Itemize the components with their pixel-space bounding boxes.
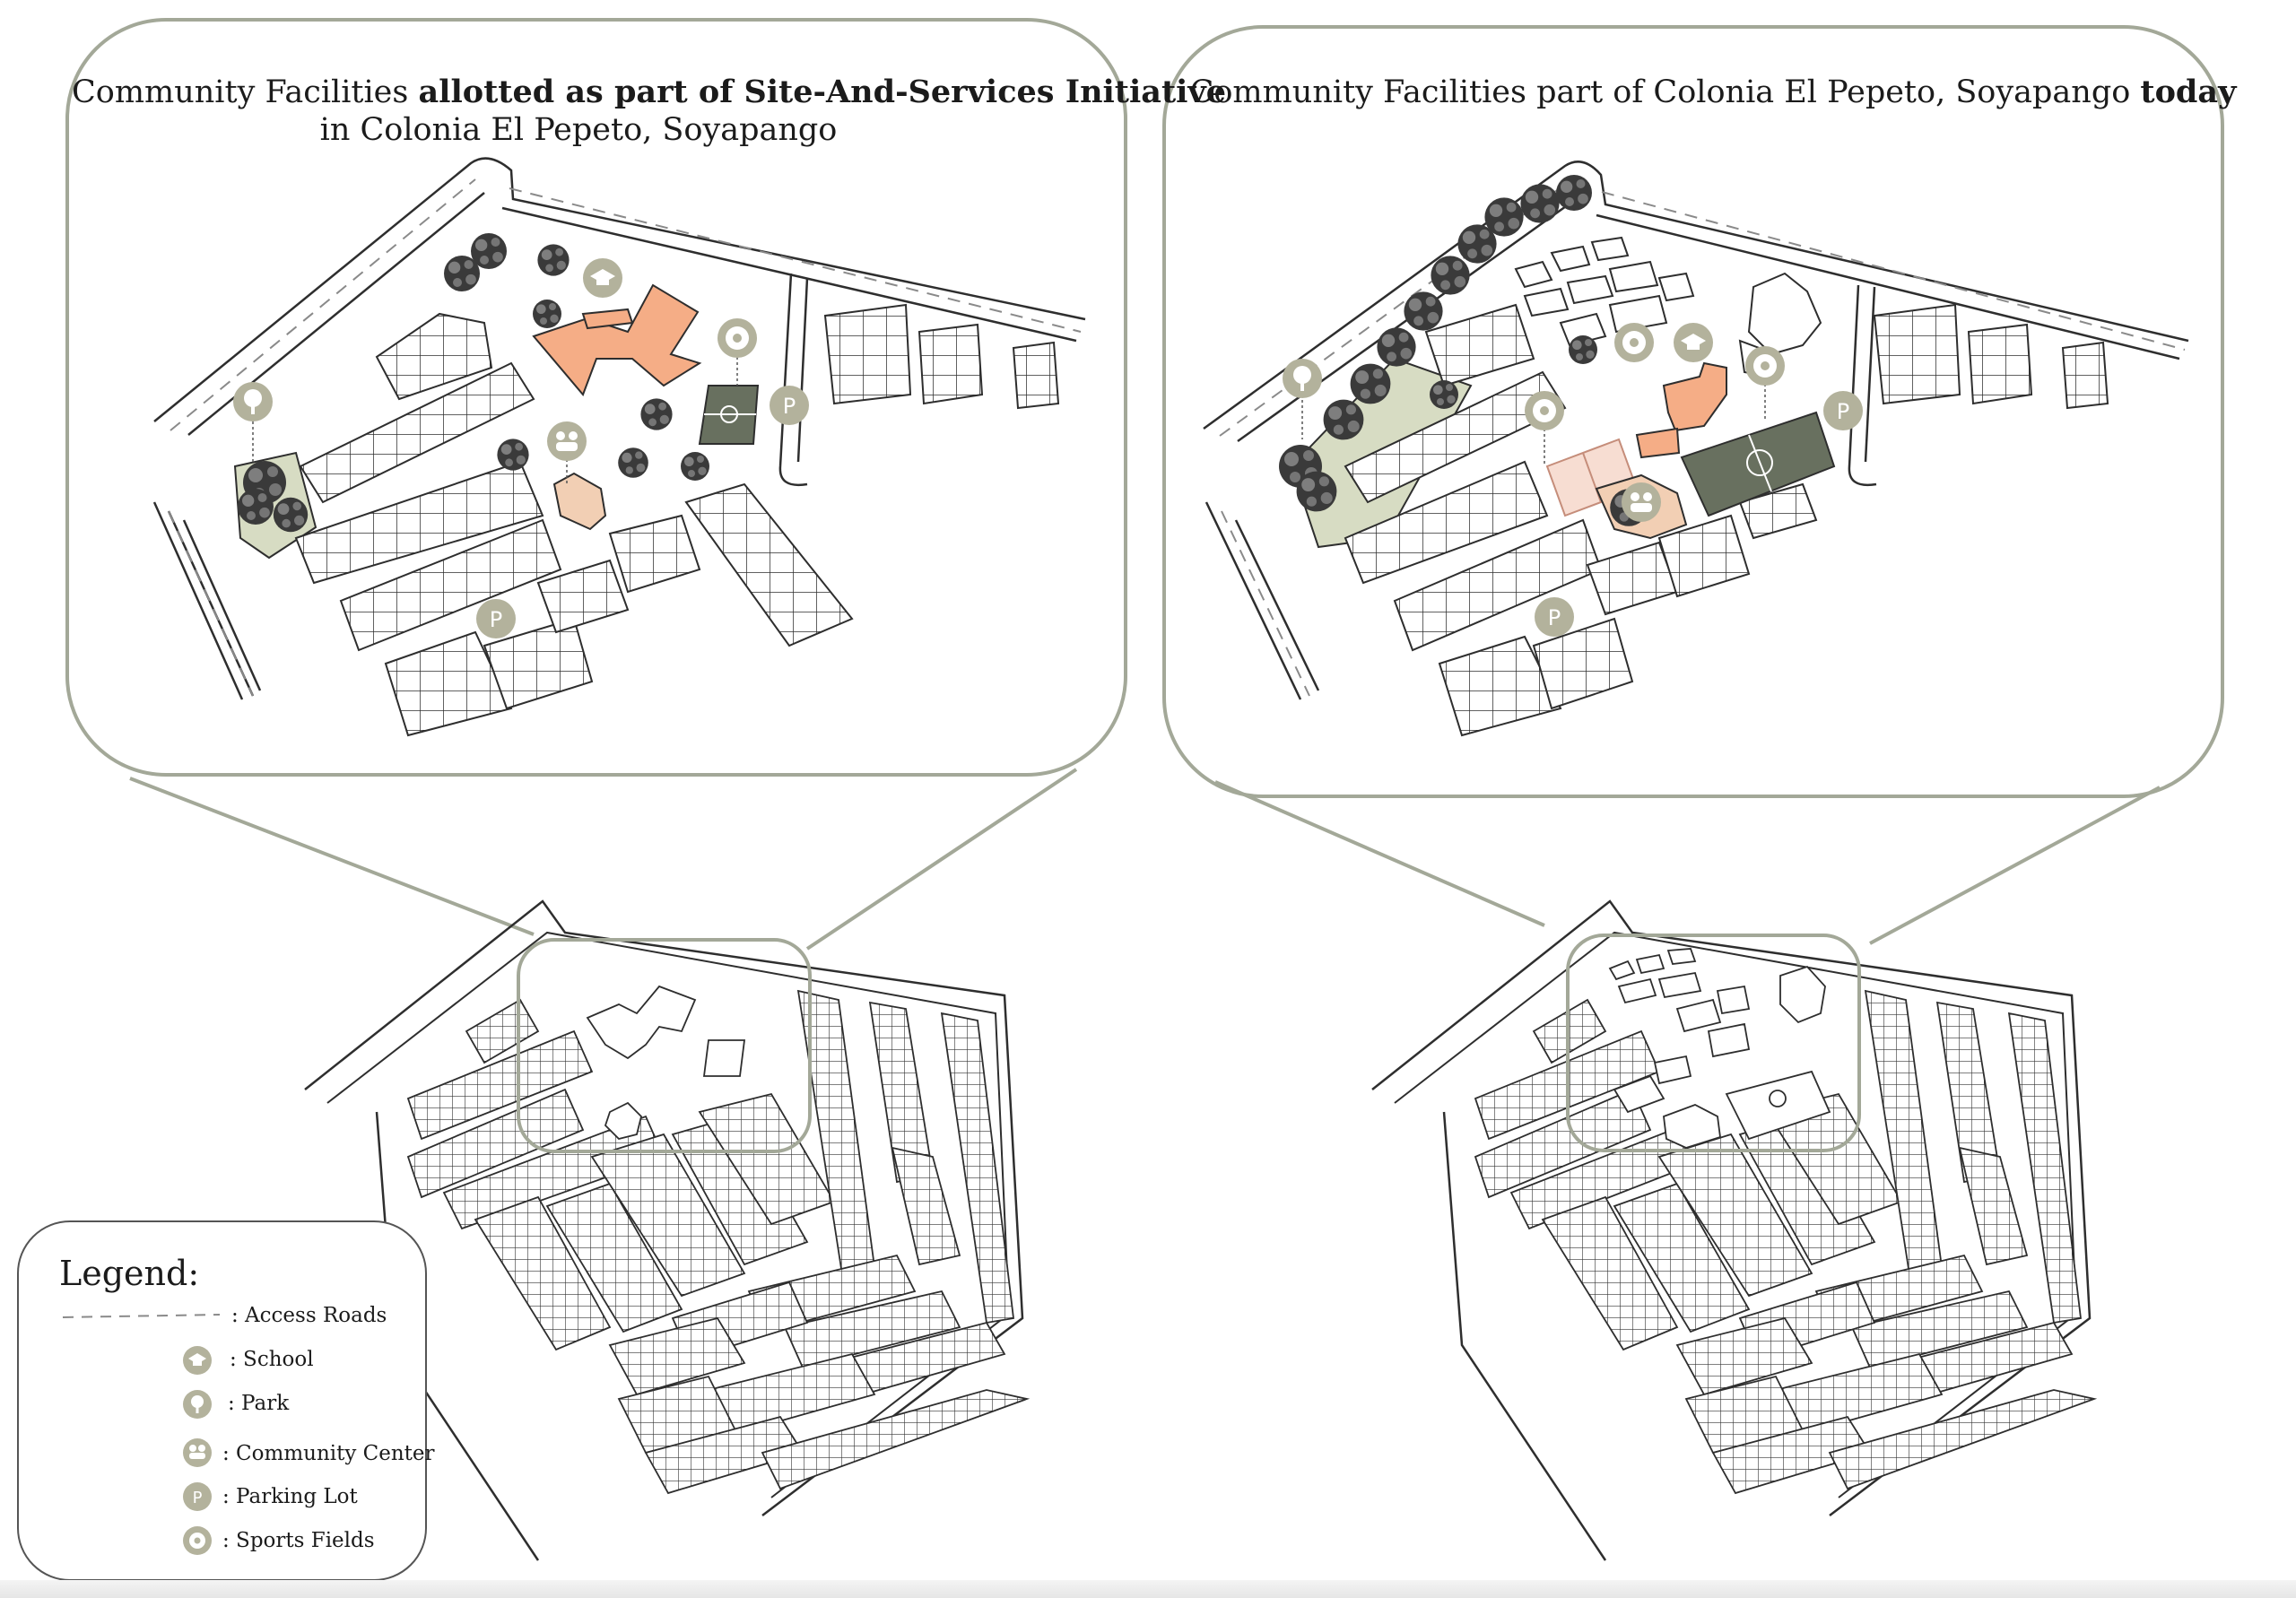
right-callout: P P <box>1162 25 2224 945</box>
right-school-building <box>1635 361 1727 459</box>
left-callout-connector <box>129 777 535 936</box>
legend-title: Legend: <box>59 1254 200 1293</box>
school-icon <box>583 258 622 298</box>
legend-label-community-center: : Community Center <box>222 1442 435 1465</box>
overview-blocks <box>406 989 1031 1495</box>
legend-label-school: : School <box>230 1348 314 1371</box>
viewer-bottom-edge <box>0 1580 2296 1598</box>
legend-label-parking-lot: : Parking Lot <box>222 1485 358 1508</box>
legend-label-access-roads: : Access Roads <box>231 1304 387 1327</box>
left-housing-blocks <box>294 303 1060 737</box>
sports-field-icon <box>1525 391 1564 430</box>
left-panel-title: Community Facilities allotted as part of… <box>72 74 1226 149</box>
sports-field-icon <box>183 1526 212 1555</box>
right-sports-field <box>1680 411 1836 517</box>
left-title-prefix: Community Facilities <box>72 74 419 110</box>
sports-field-icon <box>718 318 757 358</box>
parking-icon: P <box>770 386 809 425</box>
community-center-icon <box>183 1438 212 1467</box>
left-sports-field <box>698 385 760 445</box>
park-icon <box>183 1390 212 1419</box>
left-school-building <box>532 283 702 396</box>
left-callout-frame <box>65 18 1127 777</box>
parking-icon: P <box>1535 597 1574 637</box>
access-road-legend-line <box>62 1314 221 1318</box>
overview-facilities <box>586 985 746 1140</box>
school-icon <box>1674 323 1713 362</box>
left-community-building <box>552 472 607 531</box>
svg-text:P: P <box>193 1489 203 1507</box>
right-title-prefix: Community Facilities part of Colonia El … <box>1189 74 2141 110</box>
left-map-icons: P P <box>233 258 809 638</box>
right-title-bold: today <box>2140 74 2237 110</box>
park-icon <box>1283 359 1322 398</box>
left-roads <box>152 157 1086 700</box>
right-callout-connector <box>1869 786 2161 945</box>
right-housing-blocks <box>1344 303 2109 737</box>
left-callout-connector <box>805 768 1078 951</box>
parking-icon: P <box>1823 391 1863 430</box>
sports-field-icon <box>1745 346 1785 386</box>
parking-icon: P <box>183 1482 212 1511</box>
right-informal-buildings <box>1514 236 1822 378</box>
right-map-icons: P P <box>1283 323 1863 637</box>
park-icon <box>233 382 273 421</box>
community-center-icon <box>1622 482 1661 522</box>
svg-text:P: P <box>1548 605 1561 630</box>
right-callout-connector <box>1214 780 1545 927</box>
community-center-icon <box>547 421 587 461</box>
legend-label-park: : Park <box>228 1392 290 1415</box>
left-callout: P P <box>65 18 1127 951</box>
left-title-bold: allotted as part of Site-And-Services In… <box>418 74 1227 110</box>
svg-text:P: P <box>1837 399 1849 424</box>
right-panel-title: Community Facilities part of Colonia El … <box>1166 74 2260 111</box>
left-title-line2: in Colonia El Pepeto, Soyapango <box>319 112 838 148</box>
overview-map-original <box>304 899 1031 1561</box>
overview-zoom-frame <box>517 938 812 1153</box>
svg-text:P: P <box>783 394 796 419</box>
school-icon <box>183 1346 212 1375</box>
svg-text:P: P <box>490 607 502 632</box>
sports-field-icon <box>1614 323 1654 362</box>
legend-label-sports-fields: : Sports Fields <box>222 1529 375 1552</box>
overview-zoom-frame <box>1566 934 1861 1152</box>
overview-map-today <box>1371 899 2098 1561</box>
parking-icon: P <box>476 599 516 638</box>
